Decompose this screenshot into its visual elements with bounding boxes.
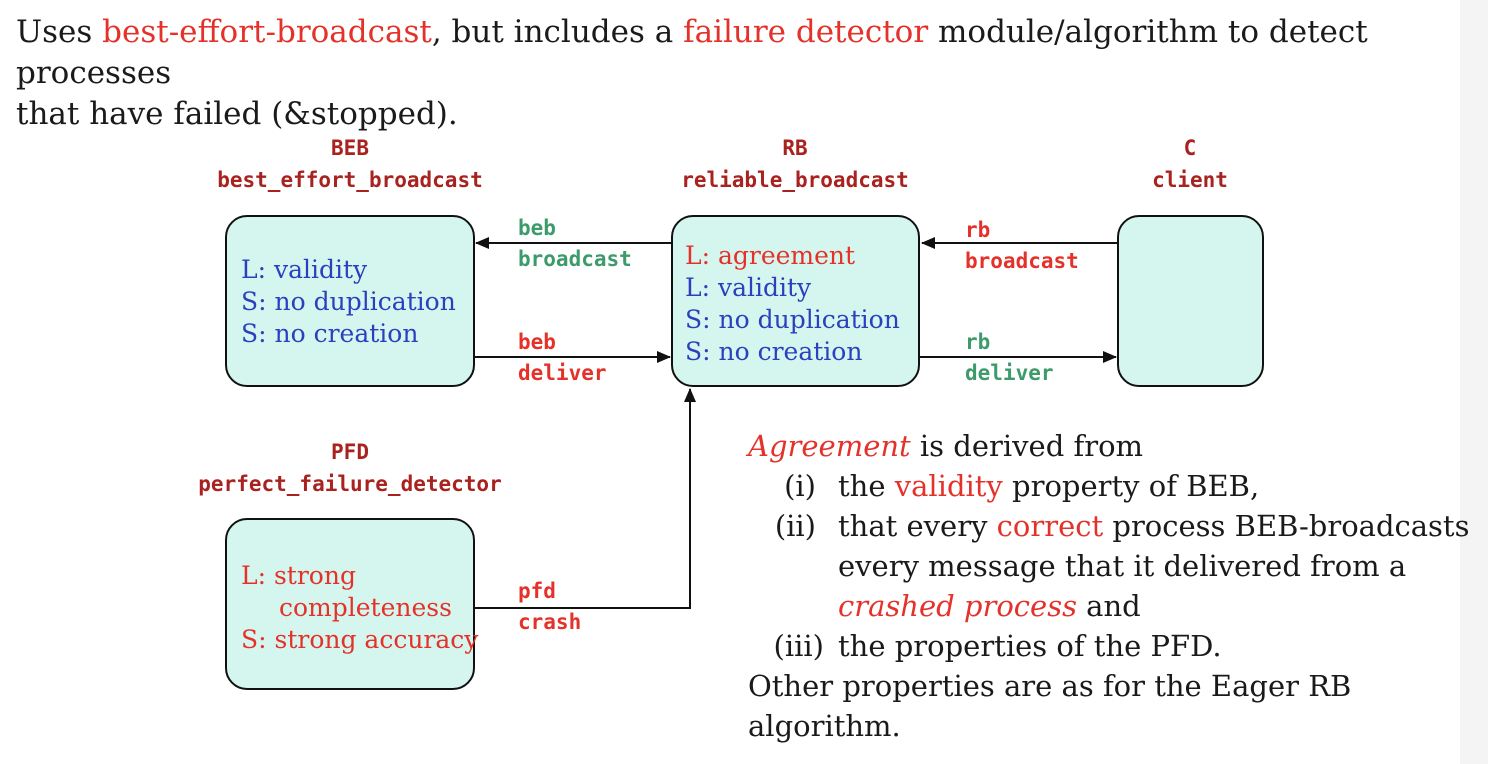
beb-title: BEB best_effort_broadcast <box>217 136 483 192</box>
beb-module-box <box>225 215 475 387</box>
intro-line-1: Uses best-effort-broadcast, but includes… <box>16 14 1368 91</box>
client-module-box <box>1117 215 1264 387</box>
beb-deliver-label: beb deliver <box>518 330 607 385</box>
page-edge-strip <box>1460 0 1488 764</box>
pfd-crash-arrow <box>475 388 696 609</box>
expl-item-ii: (ii) that every correct process BEB-broa… <box>774 509 1470 543</box>
agreement-explanation: Agreement is derived from (i) the validi… <box>748 426 1469 746</box>
pfd-module-box <box>225 518 475 690</box>
pfd-properties: L: strong completeness S: strong accurac… <box>241 561 479 654</box>
intro-text: Uses best-effort-broadcast, but includes… <box>16 12 1456 135</box>
failure-detector-term: failure detector <box>683 14 929 50</box>
pfd-title: PFD perfect_failure_detector <box>198 440 502 496</box>
client-title: C client <box>1152 136 1228 192</box>
beb-properties: L: validity S: no duplication S: no crea… <box>241 255 456 348</box>
expl-item-iii: (iii) the properties of the PFD. <box>773 629 1222 663</box>
expl-heading: Agreement is derived from <box>748 429 1144 463</box>
beb-term: best-effort-broadcast <box>102 14 432 50</box>
rb-module-box <box>671 215 920 387</box>
rb-title: RB reliable_broadcast <box>681 136 909 192</box>
intro-line-2: that have failed (&stopped). <box>16 96 458 132</box>
rb-broadcast-label: rb broadcast <box>965 218 1079 273</box>
beb-broadcast-label: beb broadcast <box>518 216 632 271</box>
rb-properties: L: agreement L: validity S: no duplicati… <box>685 241 900 366</box>
rb-deliver-label: rb deliver <box>965 330 1054 385</box>
expl-item-i: (i) the validity property of BEB, <box>784 469 1260 503</box>
pfd-crash-label: pfd crash <box>518 579 582 634</box>
